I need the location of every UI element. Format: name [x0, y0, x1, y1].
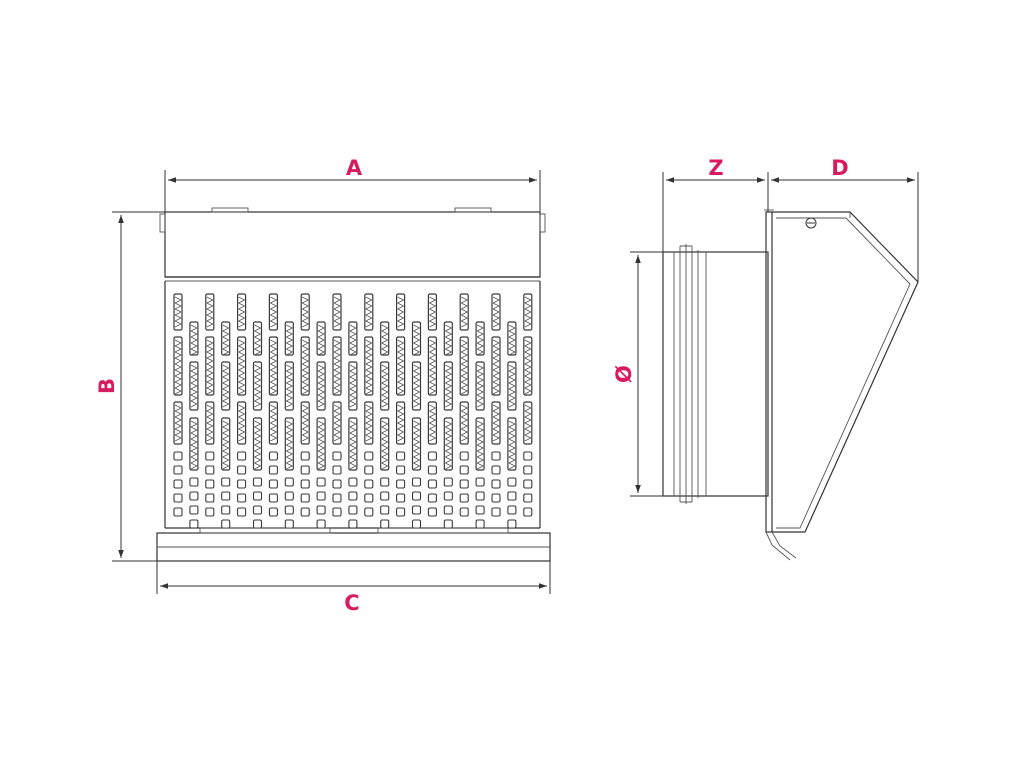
label-d: D: [831, 156, 848, 180]
dimension-b: B: [95, 211, 165, 562]
side-duct-spigot: [662, 244, 769, 504]
side-hood: [765, 211, 919, 561]
label-diameter: Ø: [612, 365, 636, 383]
side-view: [662, 209, 919, 561]
front-base-plate: [156, 527, 551, 562]
front-hood: [159, 207, 546, 282]
label-z: Z: [708, 156, 723, 180]
bolt-icon: [805, 217, 817, 229]
label-c: C: [344, 591, 359, 615]
side-mounting-plate: [764, 209, 774, 533]
front-grille: [164, 281, 541, 529]
front-view: [156, 207, 551, 562]
label-b: B: [95, 378, 119, 394]
dimension-a: A: [164, 156, 541, 212]
dimension-d: D: [771, 156, 919, 282]
dimension-diameter: Ø: [612, 251, 663, 497]
dimension-z: Z: [662, 156, 769, 252]
dimension-c: C: [156, 561, 551, 615]
label-a: A: [346, 156, 363, 180]
